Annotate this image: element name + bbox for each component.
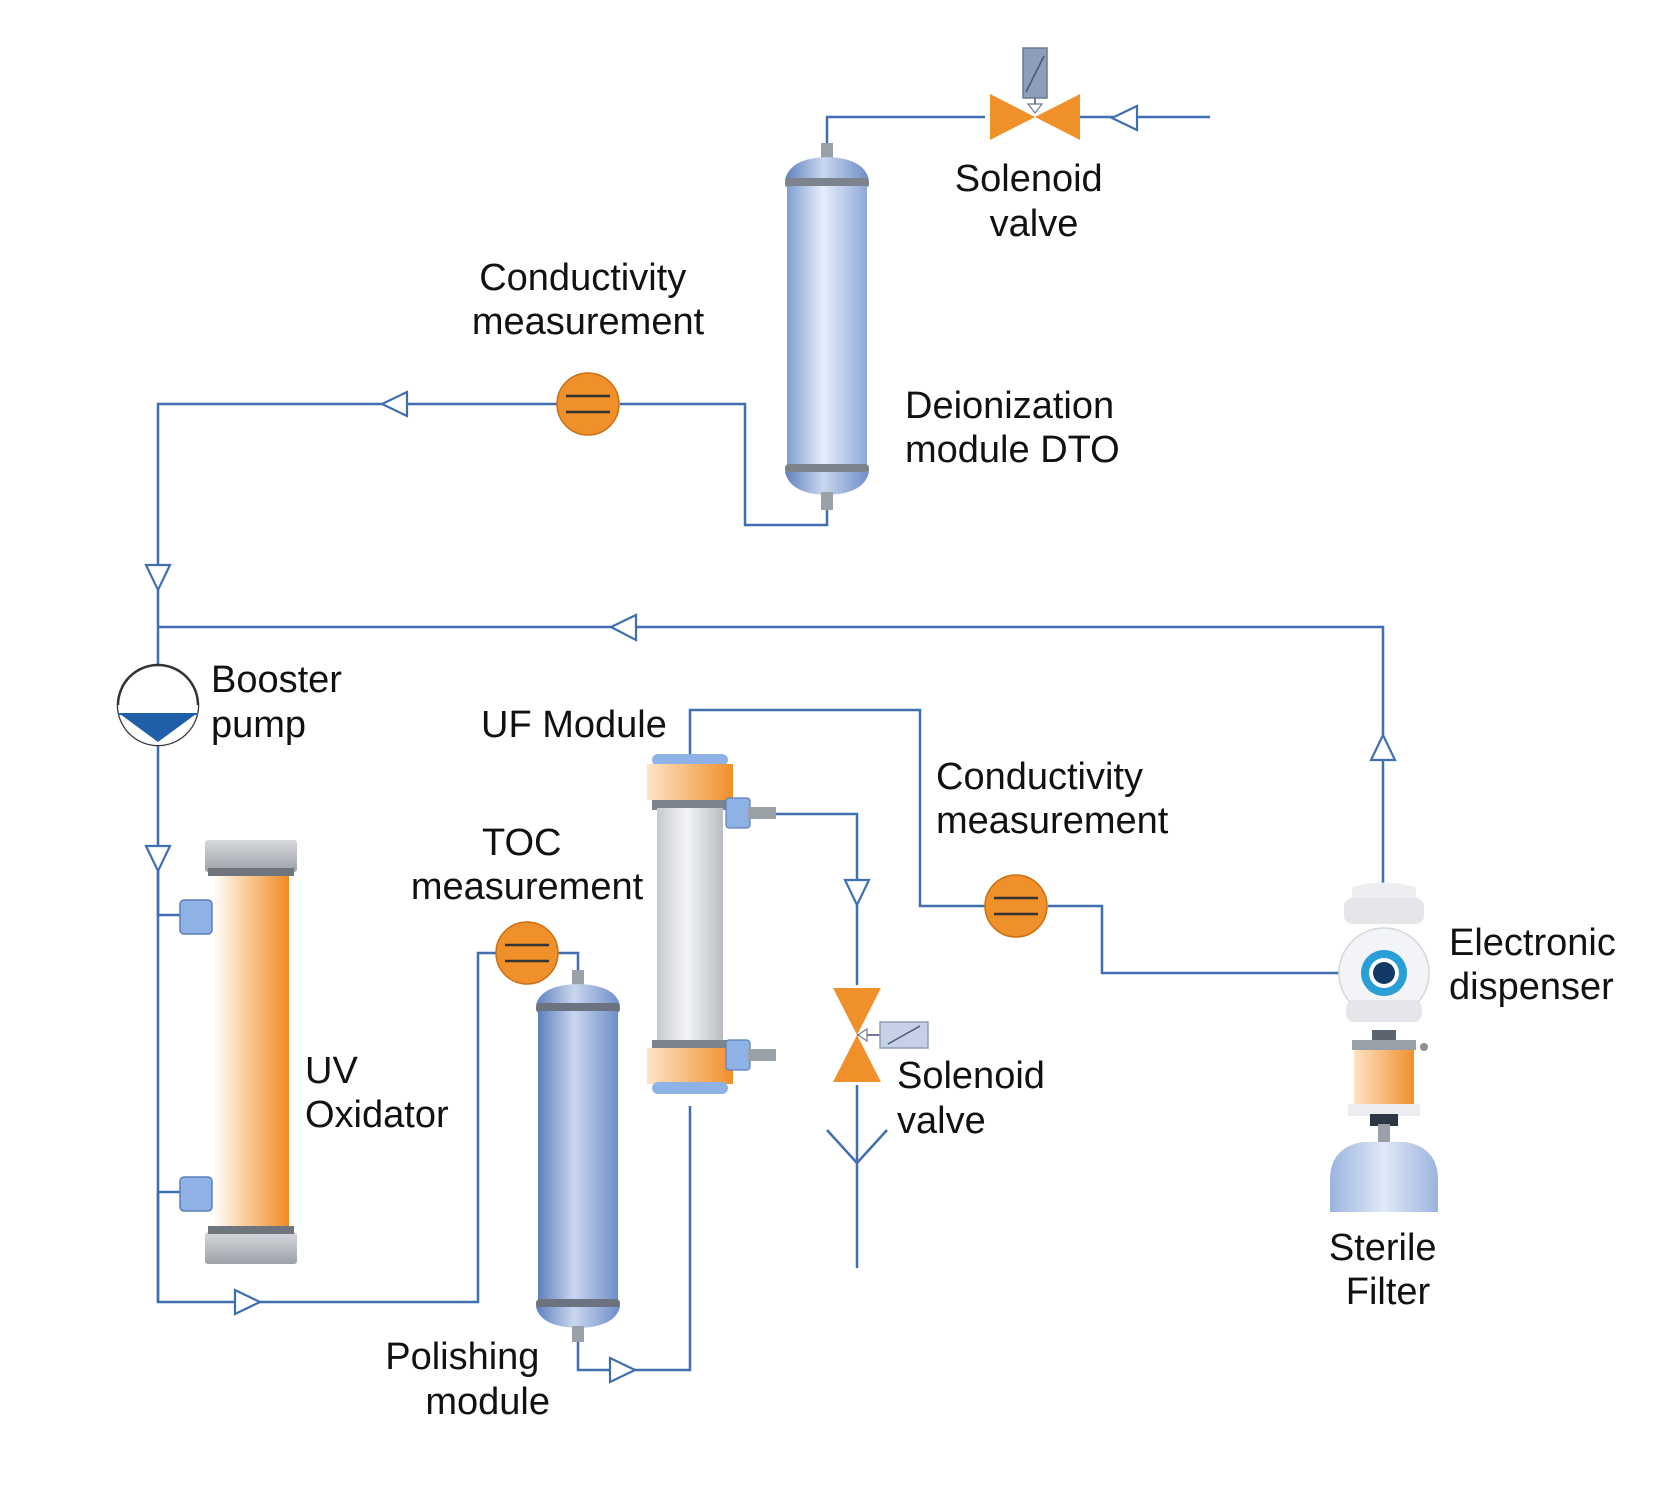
arrow-drain [843,878,871,908]
arrow-polishing-to-uf [608,1356,638,1384]
deionization-module [785,143,869,510]
pipework [156,115,1385,1372]
arrow-inlet [1109,104,1139,132]
label-conductivity-right: Conductivity measurement [936,756,1169,842]
polishing-module [536,970,620,1342]
label-uf-module: UF Module [481,704,667,746]
uf-module [647,754,776,1094]
label-uv-oxidator: UV Oxidator [305,1050,449,1136]
solenoid-valve-mid [833,988,929,1082]
conductivity-meter-top [556,372,620,436]
arrow-uv-to-toc [233,1288,263,1316]
label-booster-pump: Booster pump [211,659,353,746]
label-sterile-filter: Sterile Filter [1329,1227,1447,1313]
label-toc-measurement: TOC measurement [411,822,644,908]
flow-arrows [144,104,1397,1384]
labels: Solenoid valve Conductivity measurement … [211,158,1626,1423]
sterile-filter [1330,1030,1438,1212]
label-electronic-dispenser: Electronic dispenser [1449,922,1626,1008]
arrow-main-down [144,563,172,593]
toc-meter [495,921,559,985]
label-polishing-module: Polishing module [385,1336,550,1423]
electronic-dispenser [1338,882,1430,1022]
solenoid-valve-top [990,47,1080,140]
conductivity-meter-right [984,874,1048,938]
label-deionization-module: Deionization module DTO [905,385,1125,471]
label-solenoid-valve-top: Solenoid valve [955,158,1113,245]
arrow-recirculation [608,613,638,642]
booster-pump [116,663,200,747]
arrow-conductivity-top [379,390,409,418]
arrow-uv-inlet [144,844,172,874]
uv-oxidator [179,840,297,1264]
label-conductivity-top: Conductivity measurement [472,257,705,343]
arrow-dispenser-up [1369,732,1397,762]
label-solenoid-valve-mid: Solenoid valve [897,1055,1055,1142]
